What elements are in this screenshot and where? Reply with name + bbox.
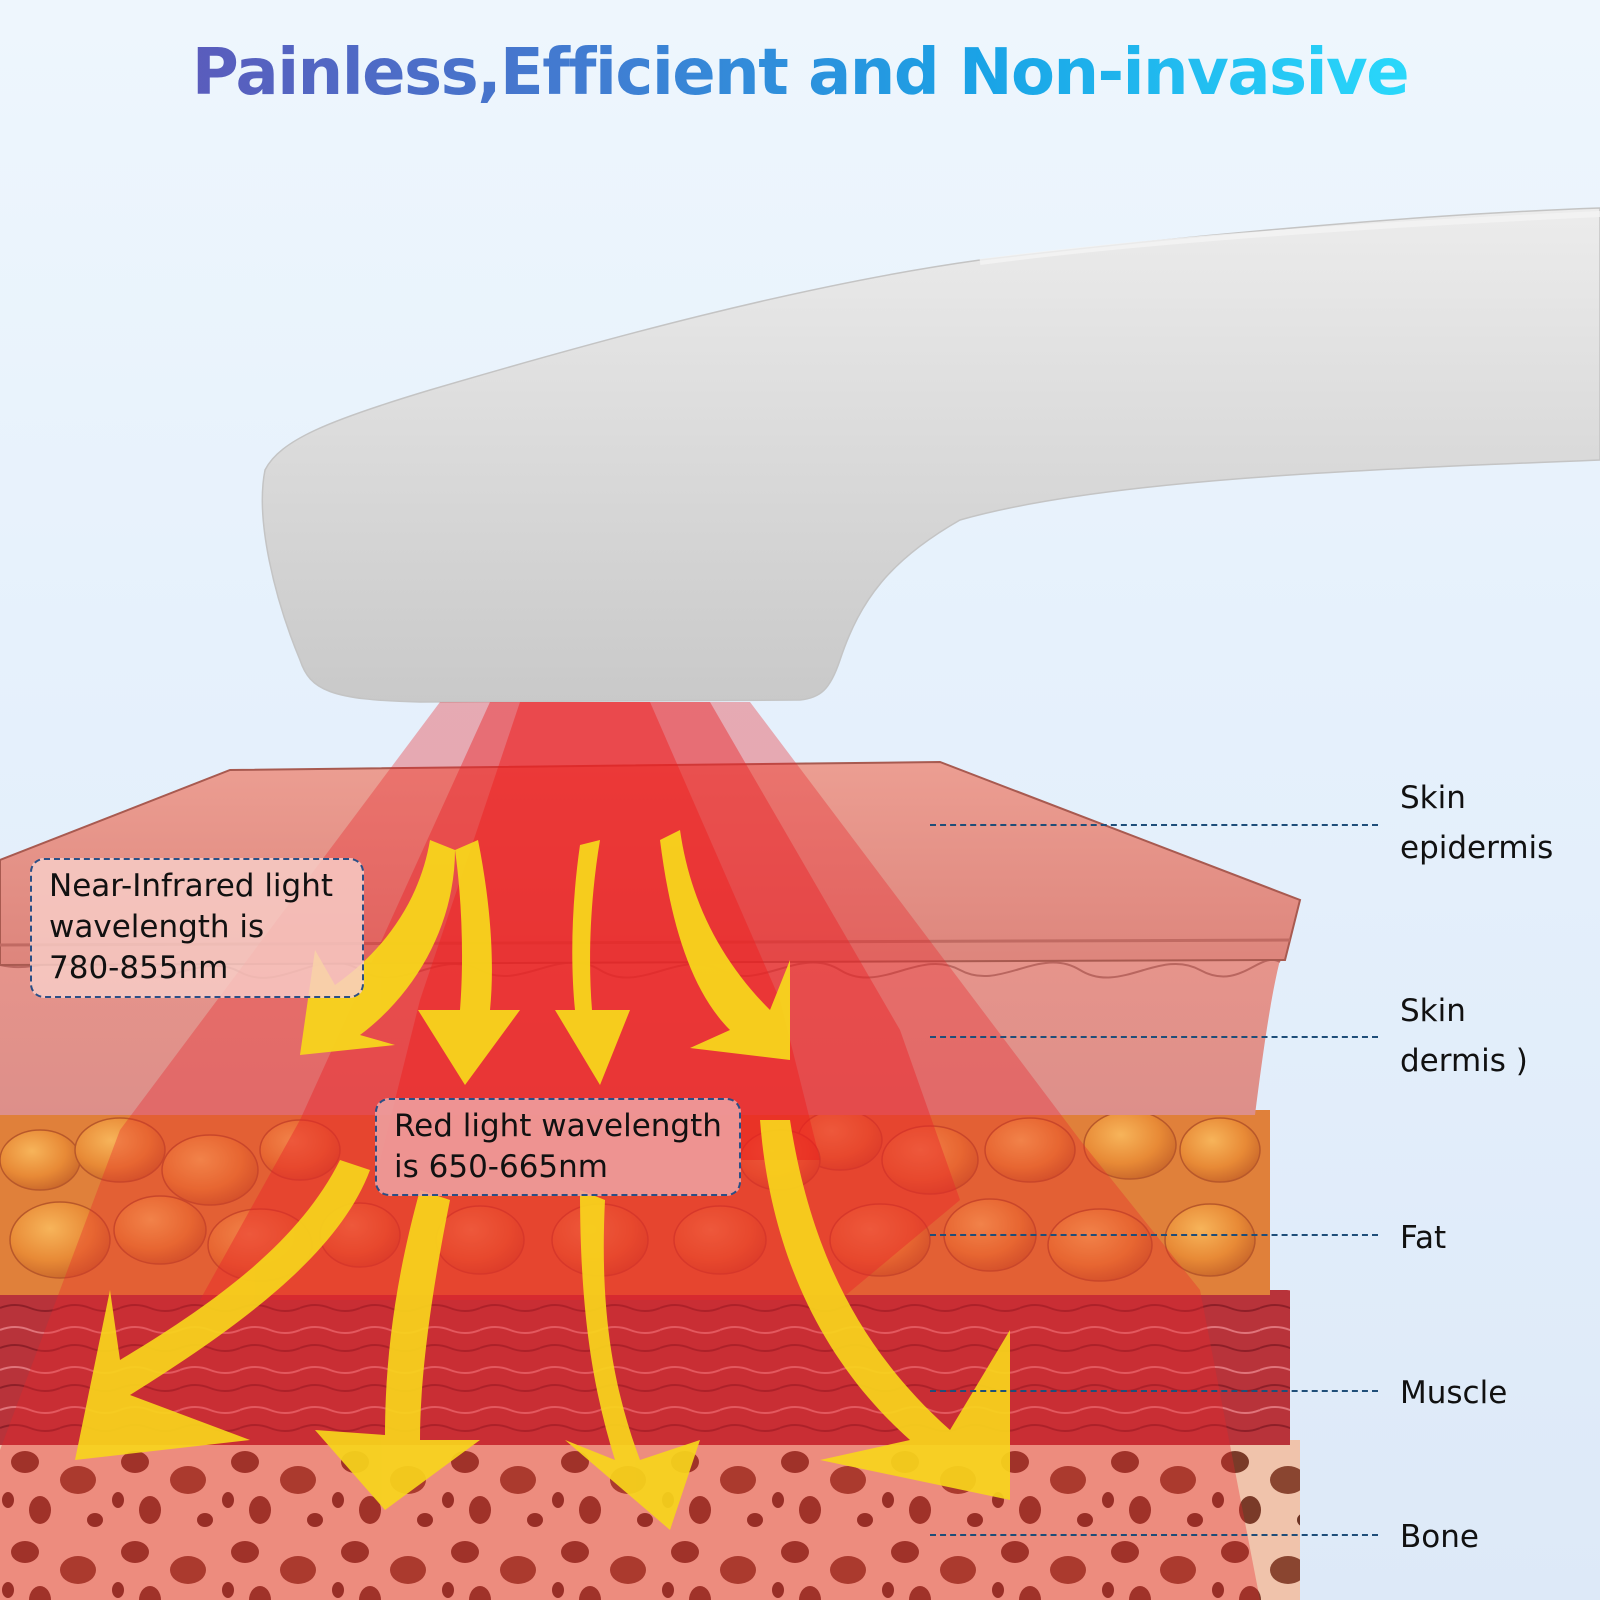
lower-arrows [75, 1120, 1010, 1530]
page-title-text: Painless,Efficient and Non-invasive [191, 36, 1410, 110]
layer-label-muscle: Muscle [1400, 1368, 1507, 1418]
red-light-line2: is 650-665nm [394, 1149, 608, 1185]
layer-label-epidermis-line1: Skin [1400, 780, 1466, 816]
layer-label-dermis-line1: Skin [1400, 993, 1466, 1029]
layer-label-epidermis: Skin epidermis [1400, 773, 1553, 873]
red-light-callout: Red light wavelength is 650-665nm [375, 1098, 741, 1196]
page-title: Painless,Efficient and Non-invasive [0, 28, 1600, 118]
layer-label-bone: Bone [1400, 1512, 1479, 1562]
dermis-leader-line [930, 1036, 1378, 1038]
red-light-line1: Red light wavelength [394, 1108, 722, 1144]
device-icon [261, 207, 1600, 703]
near-infrared-callout: Near-Infrared light wavelength is 780-85… [30, 858, 364, 998]
layer-label-dermis-line2: dermis ) [1400, 1043, 1528, 1079]
layer-label-muscle-line1: Muscle [1400, 1375, 1508, 1411]
muscle-leader-line [930, 1390, 1378, 1392]
near-infrared-line2: wavelength is [49, 909, 265, 945]
epidermis-leader-line [930, 824, 1378, 826]
layer-label-fat: Fat [1400, 1213, 1446, 1263]
layer-label-dermis: Skin dermis ) [1400, 986, 1528, 1086]
fat-leader-line [930, 1234, 1378, 1236]
near-infrared-line3: 780-855nm [49, 950, 229, 986]
upper-arrows [300, 830, 790, 1085]
bone-leader-line [930, 1534, 1378, 1536]
layer-label-epidermis-line2: epidermis [1400, 830, 1554, 866]
layer-label-fat-line1: Fat [1400, 1220, 1447, 1256]
layer-label-bone-line1: Bone [1400, 1519, 1479, 1555]
near-infrared-line1: Near-Infrared light [49, 868, 334, 904]
